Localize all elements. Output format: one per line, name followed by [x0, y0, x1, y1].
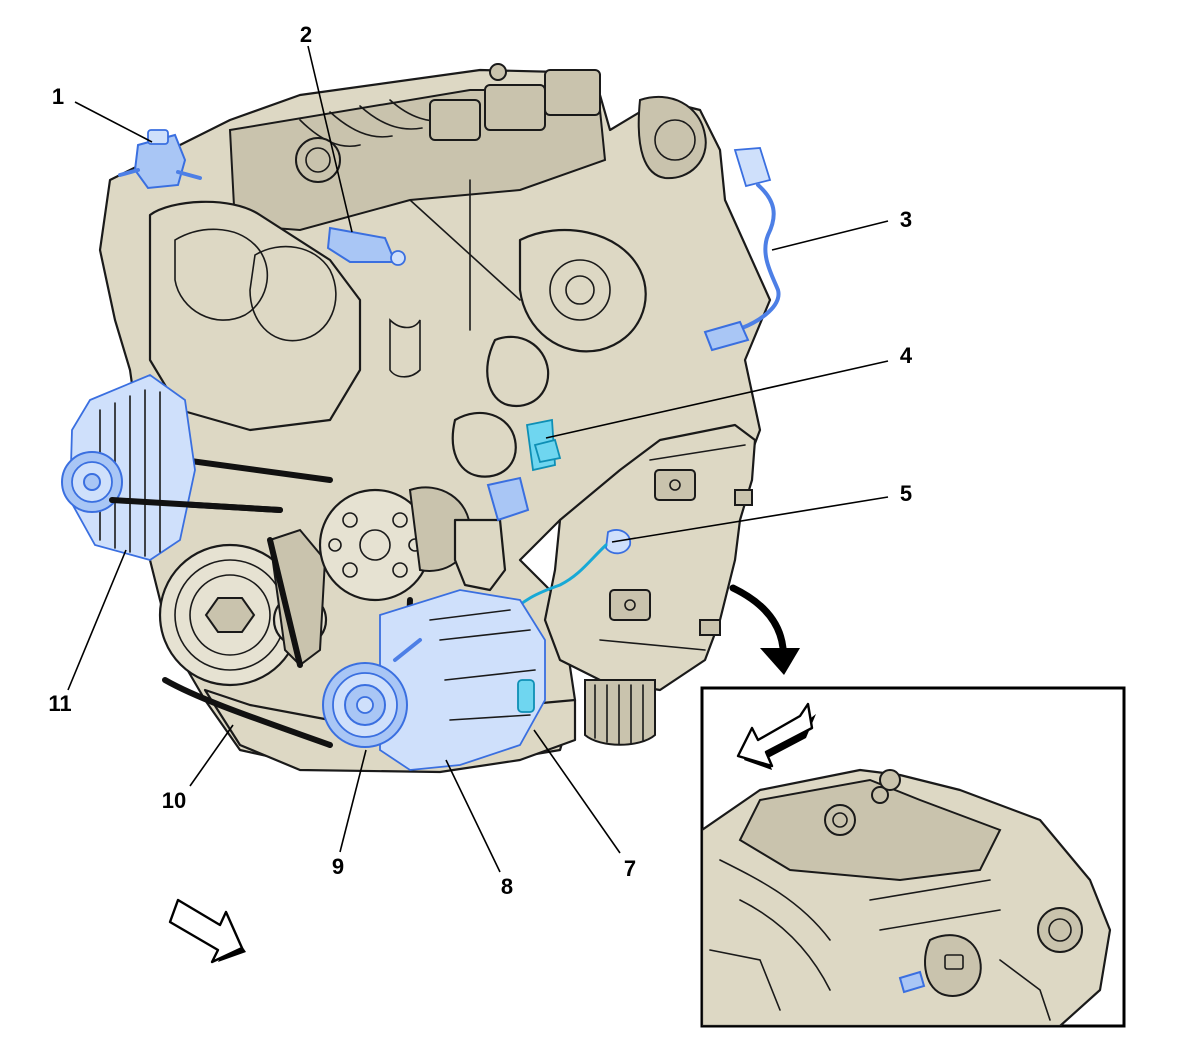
callout-11: 11: [48, 691, 71, 716]
callout-8: 8: [501, 874, 513, 899]
solenoid-valve: [118, 129, 202, 190]
callout-5: 5: [900, 481, 912, 506]
callout-7: 7: [624, 856, 636, 881]
camshaft-solenoid: [326, 226, 406, 266]
curved-arrow-icon: [729, 584, 800, 675]
pressure-sensor: [525, 418, 562, 472]
belt-drive: [107, 447, 472, 748]
ac-compressor: [322, 589, 546, 771]
callout-3: 3: [900, 207, 912, 232]
callout-10: 10: [162, 788, 186, 813]
oil-filter: [584, 679, 656, 746]
engine-illustration: [98, 63, 772, 774]
oxygen-sensor: [703, 147, 781, 352]
intake-runners: [295, 63, 601, 183]
direction-arrow-icon: [736, 702, 816, 770]
callout-9: 9: [332, 854, 344, 879]
catalytic-converter: [543, 423, 757, 692]
exhaust-temp-sensor: [476, 476, 632, 635]
ac-pressure-switch: [517, 679, 535, 713]
detail-inset: [700, 686, 1126, 1028]
callout-numbers: 1 2 3 4 5 6 7 8 9 10 11: [48, 22, 1092, 899]
turbo-area: [389, 95, 707, 478]
generator: [61, 373, 283, 561]
callout-2: 2: [300, 22, 312, 47]
callout-1: 1: [52, 84, 64, 109]
callout-4: 4: [900, 343, 913, 368]
direction-arrow-icon: [168, 898, 246, 964]
water-outlet: [453, 518, 507, 592]
